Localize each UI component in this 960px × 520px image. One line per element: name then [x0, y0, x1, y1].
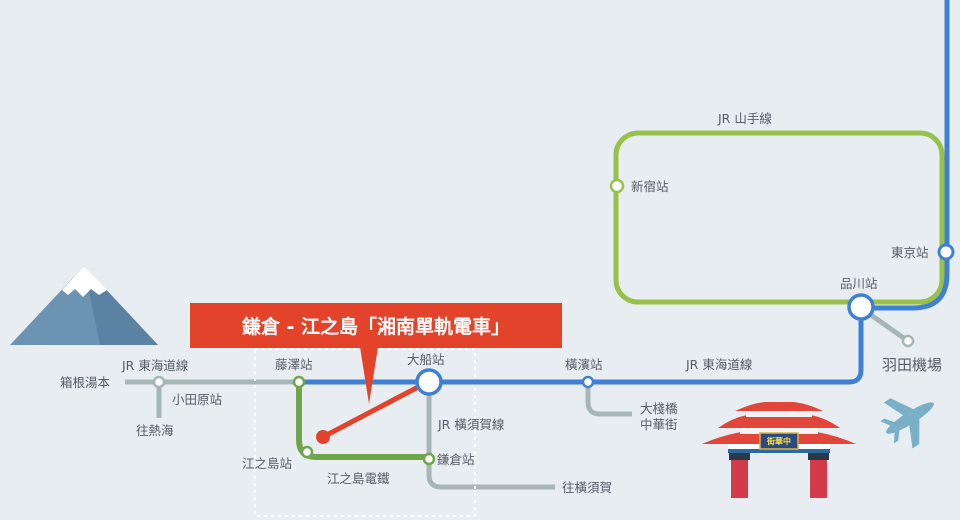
station-yokohama-marker[interactable]	[581, 375, 595, 389]
airplane-icon	[880, 398, 934, 449]
map-labels: JR 東海道線 箱根湯本 小田原站 往熱海 藤澤站 大船站 JR 橫須賀線 江之…	[60, 111, 942, 495]
station-shinagawa-marker[interactable]	[847, 293, 875, 321]
label-chinatown-1: 大棧橋	[640, 401, 678, 416]
label-kamakura: 鎌倉站	[437, 452, 475, 467]
station-markers	[152, 178, 955, 466]
line-ofuna-yokosuka	[426, 384, 555, 490]
monorail-callout: 鎌倉 - 江之島「湘南單軌電車」	[190, 303, 562, 404]
mount-fuji-icon	[10, 266, 158, 345]
label-tokaido-west: JR 東海道線	[121, 358, 189, 373]
label-haneda: 羽田機場	[882, 356, 942, 374]
label-to-atami: 往熱海	[136, 423, 174, 438]
callout-title: 鎌倉 - 江之島「湘南單軌電車」	[242, 315, 510, 338]
station-tokyo-marker[interactable]	[937, 243, 955, 261]
label-enoden: 江之島電鐵	[327, 471, 390, 486]
label-yokohama: 橫濱站	[565, 357, 603, 372]
station-enoshima-marker[interactable]	[300, 445, 314, 459]
label-to-yokosuka: 往橫須賀	[562, 480, 612, 495]
tokaido-line-north	[861, 0, 950, 311]
station-odawara-marker[interactable]	[152, 375, 166, 389]
gate-sign: 街華中	[766, 436, 791, 446]
chinatown-gate-icon: 街華中	[702, 402, 856, 498]
label-yamanote: JR 山手線	[717, 111, 772, 126]
station-kamakura-marker[interactable]	[422, 452, 436, 466]
monorail-terminus	[316, 430, 330, 444]
label-ofuna: 大船站	[407, 352, 445, 367]
label-tokaido-east: JR 東海道線	[685, 357, 753, 372]
label-odawara: 小田原站	[172, 392, 222, 407]
line-yokohama-chinatown	[585, 382, 632, 417]
yamanote-line	[613, 130, 945, 305]
kamakura-area-box	[254, 348, 476, 517]
label-tokyo: 東京站	[891, 245, 929, 260]
label-fujisawa: 藤澤站	[275, 357, 313, 372]
label-enoshima: 江之島站	[242, 456, 292, 471]
station-fujisawa-marker[interactable]	[292, 375, 306, 389]
label-shinjuku: 新宿站	[631, 179, 669, 194]
label-chinatown-2: 中華街	[640, 417, 678, 432]
station-shinjuku-marker[interactable]	[609, 178, 625, 194]
station-ofuna-marker[interactable]	[415, 368, 443, 396]
haneda-marker[interactable]	[901, 334, 915, 348]
label-hakone-yumoto: 箱根湯本	[60, 375, 111, 390]
label-yokosuka-line: JR 橫須賀線	[437, 417, 505, 432]
monorail-line	[321, 383, 422, 440]
tokaido-line-main	[299, 308, 864, 385]
label-shinagawa: 品川站	[840, 276, 878, 291]
